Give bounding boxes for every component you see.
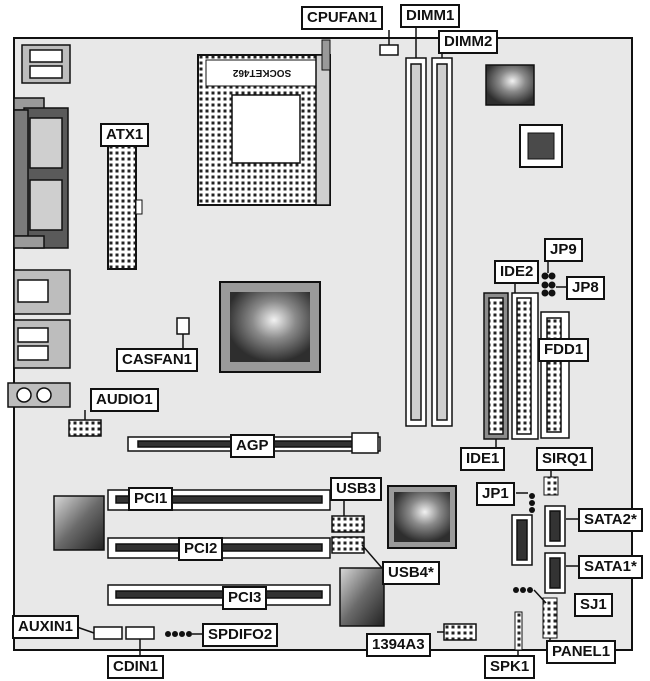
southbridge-chip: [387, 485, 457, 549]
label-atx1: ATX1: [100, 123, 150, 147]
label-1394a3: 1394A3: [366, 633, 431, 657]
label-audio1: AUDIO1: [90, 388, 159, 412]
label-pci3: PCI3: [222, 586, 268, 610]
spk1-header: [514, 611, 523, 651]
label-spdifo2: SPDIFO2: [202, 623, 279, 647]
left-capacitor: [53, 495, 105, 551]
label-sata2: SATA2*: [578, 508, 643, 532]
io-chip-core: [527, 132, 555, 160]
label-sata1: SATA1*: [578, 555, 643, 579]
ide-fdd-connectors: [483, 292, 570, 440]
northbridge-chip: [219, 281, 321, 373]
auxin1-header: [93, 626, 123, 640]
label-usb4: USB4*: [382, 561, 440, 585]
cpu-socket: [197, 39, 331, 206]
label-auxin1: AUXIN1: [12, 615, 80, 639]
label-fdd1: FDD1: [538, 338, 590, 362]
sj1-jumper: [513, 587, 533, 593]
atx1-connector: [107, 142, 143, 270]
usb4-header: [331, 536, 365, 554]
dimm-slots: [405, 57, 453, 427]
label-panel1: PANEL1: [546, 640, 617, 664]
sata-connectors: [511, 505, 566, 594]
label-jp8: JP8: [566, 276, 605, 300]
ieee1394-header: [443, 623, 477, 641]
label-spk1: SPK1: [484, 655, 536, 679]
label-sirq1: SIRQ1: [536, 447, 594, 471]
casfan1-header: [176, 317, 190, 335]
panel1-header: [542, 597, 558, 639]
rear-io: [7, 44, 71, 408]
label-pci1: PCI1: [128, 487, 174, 511]
mid-capacitor: [339, 567, 385, 627]
label-ide1: IDE1: [460, 447, 506, 471]
label-usb3: USB3: [330, 477, 383, 501]
label-jp1: JP1: [476, 482, 515, 506]
label-agp: AGP: [230, 434, 275, 458]
socket-label: SOCKET462: [232, 67, 291, 78]
label-cpufan1: CPUFAN1: [301, 6, 384, 30]
jp1-jumper: [529, 493, 535, 513]
sirq1-header: [543, 476, 559, 496]
cdin1-header: [125, 626, 155, 640]
cpufan1-header: [379, 44, 399, 56]
usb3-header: [331, 515, 365, 533]
spdifo2-header: [165, 631, 192, 637]
bios-chip: [485, 64, 535, 106]
audio1-header: [68, 419, 102, 437]
label-jp9: JP9: [544, 238, 583, 262]
label-casfan1: CASFAN1: [116, 348, 199, 372]
label-pci2: PCI2: [178, 537, 224, 561]
jp9-jp8-jumpers: [541, 272, 556, 297]
label-ide2: IDE2: [494, 260, 540, 284]
label-dimm1: DIMM1: [400, 4, 461, 28]
label-sj1: SJ1: [574, 593, 613, 617]
label-dimm2: DIMM2: [438, 30, 499, 54]
label-cdin1: CDIN1: [107, 655, 165, 679]
